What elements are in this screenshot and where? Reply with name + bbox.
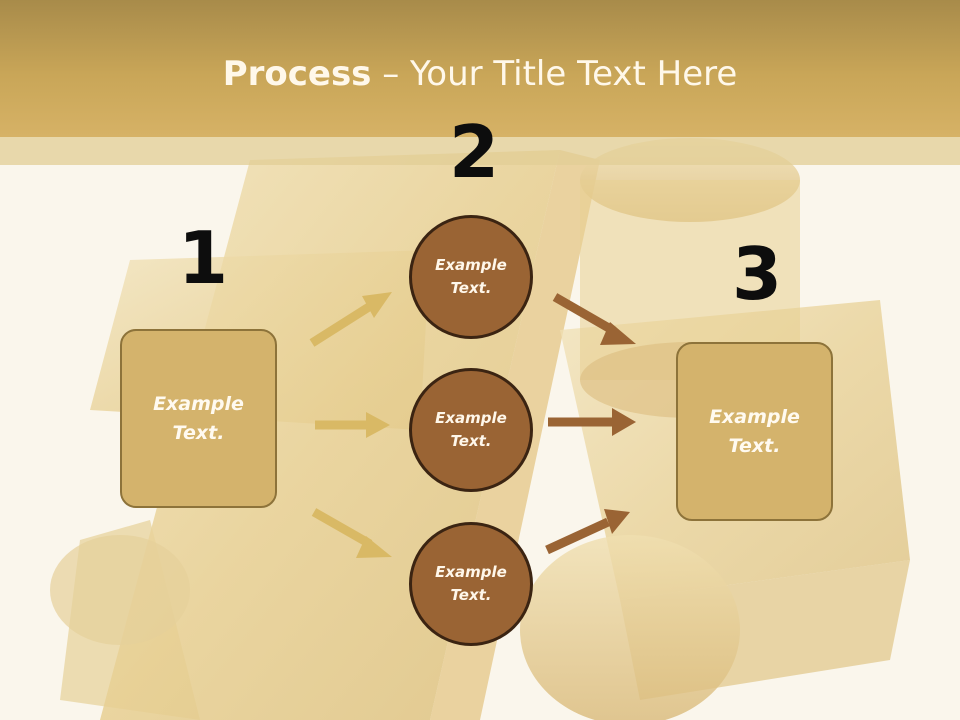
arrow-to-middle-circle [315,412,390,438]
step-number-2: 2 [449,110,500,194]
title-bar [0,0,960,137]
arrow-to-bottom-circle [311,508,392,558]
circle-bottom-text: Example Text. [435,563,507,604]
circle-middle: Example Text. [409,368,533,492]
arrow-top-to-right [552,293,636,345]
title-bar-strip [0,137,960,165]
left-step-text: Example Text. [153,392,244,444]
step-number-1: 1 [178,216,229,300]
title-bold: Process [222,54,372,94]
right-step-box: Example Text. [676,342,833,521]
arrow-bottom-to-right [545,509,630,555]
circle-top: Example Text. [409,215,533,339]
arrow-to-top-circle [309,292,392,347]
title-rest: – Your Title Text Here [371,54,738,94]
left-step-box: Example Text. [120,329,277,508]
right-step-text: Example Text. [709,405,800,457]
circle-bottom: Example Text. [409,522,533,646]
slide-title: Process – Your Title Text Here [0,52,960,96]
circle-top-text: Example Text. [435,256,507,297]
arrow-middle-to-right [548,408,636,436]
circle-middle-text: Example Text. [435,409,507,450]
step-number-3: 3 [732,232,783,316]
